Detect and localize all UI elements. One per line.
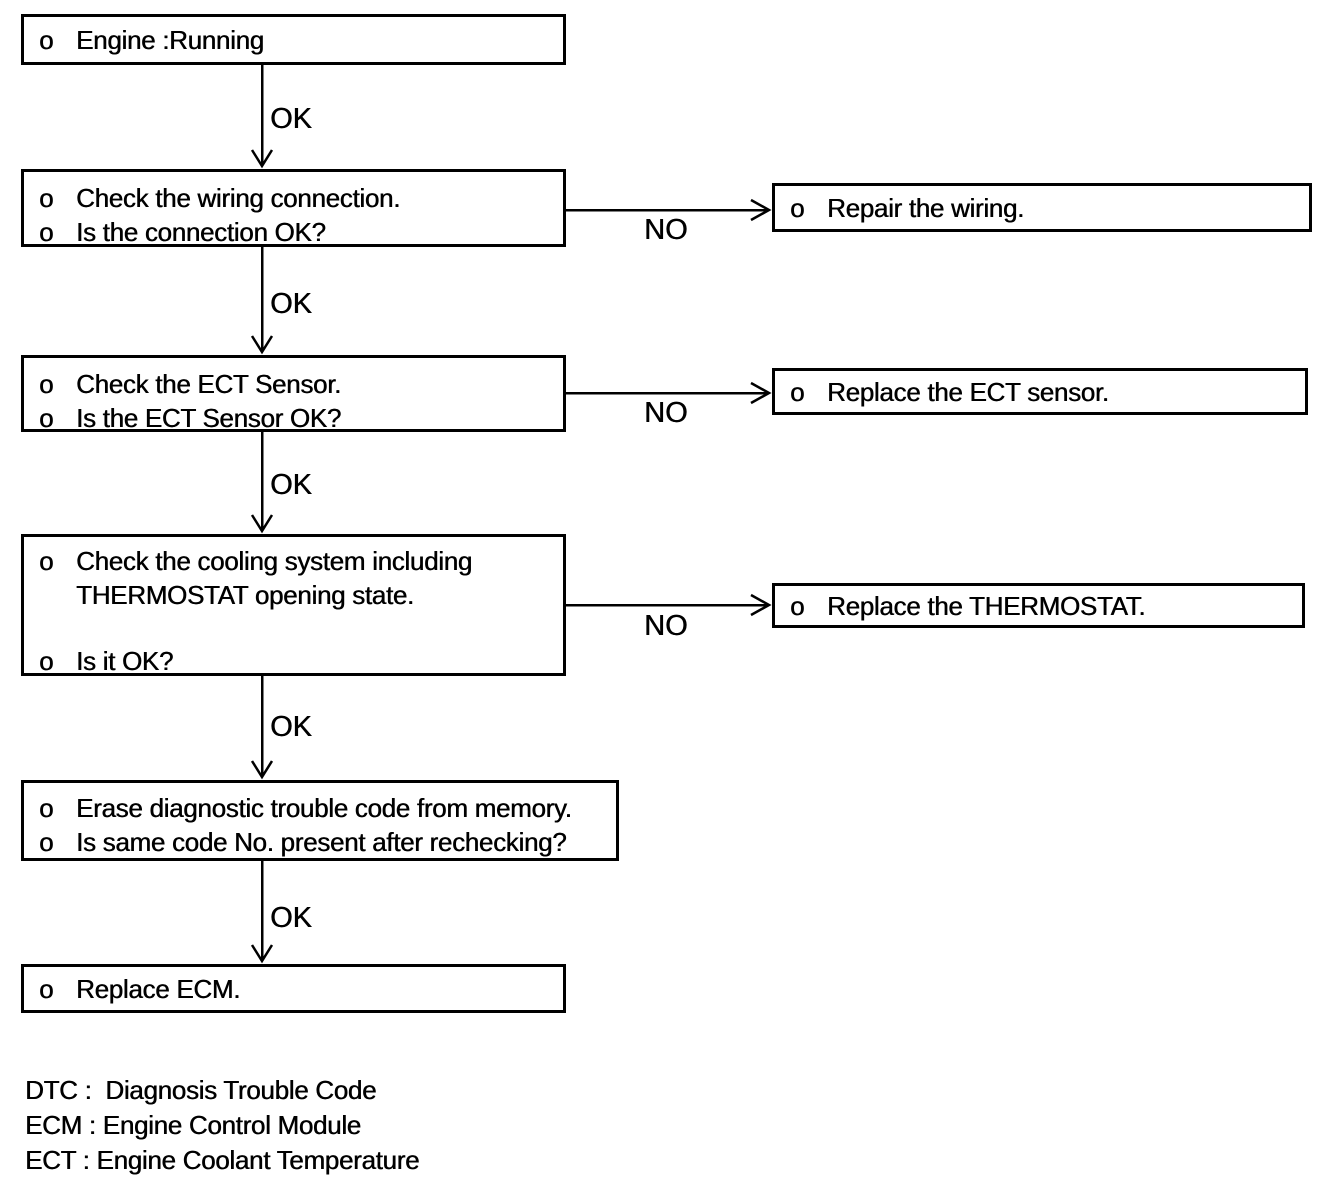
bullet-marker: o [39,403,54,433]
step-text: Check the wiring connection. [76,183,401,213]
ok-label-2: OK [270,288,312,320]
step-box-check-ect-sensor: o Check the ECT Sensor. o Is the ECT Sen… [21,355,566,435]
bullet-marker: o [39,369,54,399]
no-label-1: NO [644,214,688,246]
bullet-marker: o [39,183,54,213]
action-box-replace-thermostat: o Replace the THERMOSTAT. [772,583,1305,628]
checklist-item: o Check the ECT Sensor. [24,367,563,401]
ok-arrow-5 [250,861,274,964]
step-text: Replace ECM. [76,973,241,1004]
checklist-item: o Replace the THERMOSTAT. [775,589,1302,623]
bullet-marker: o [39,646,54,676]
checklist-item: o Replace the ECT sensor. [775,375,1305,409]
bullet-marker: o [39,24,54,55]
step-text: Engine :Running [76,24,264,55]
bullet-marker: o [39,217,54,247]
checklist-item: o Is the ECT Sensor OK? [24,401,563,435]
ok-arrow-3 [250,432,274,534]
ok-label-3: OK [270,469,312,501]
step-text: Erase diagnostic trouble code from memor… [76,793,572,823]
action-box-replace-ect-sensor: o Replace the ECT sensor. [772,368,1308,415]
step-text-line: Check the cooling system including [76,546,472,576]
checklist-item: o Repair the wiring. [775,191,1309,225]
ok-arrow-2 [250,246,274,355]
step-text: Check the ECT Sensor. [76,369,341,399]
no-label-2: NO [644,397,688,429]
checklist-item: o Check the wiring connection. [24,181,563,215]
checklist-item: o Is same code No. present after recheck… [24,825,616,859]
action-text: Replace the ECT sensor. [827,376,1109,407]
legend-ect: ECT : Engine Coolant Temperature [25,1145,420,1175]
action-box-repair-wiring: o Repair the wiring. [772,183,1312,232]
bullet-marker: o [39,827,54,857]
checklist-item: o Erase diagnostic trouble code from mem… [24,791,616,825]
no-label-3: NO [644,610,688,642]
ok-arrow-4 [250,676,274,780]
step-text: Check the cooling system including THERM… [76,544,563,612]
step-text-line: THERMOSTAT opening state. [76,580,414,610]
bullet-marker: o [790,590,805,621]
step-text: Is same code No. present after recheckin… [76,827,567,857]
step-box-engine-running: o Engine :Running [21,14,566,65]
step-box-replace-ecm: o Replace ECM. [21,964,566,1013]
step-text: Is the connection OK? [76,217,326,247]
step-text: Is the ECT Sensor OK? [76,403,341,433]
step-box-check-wiring: o Check the wiring connection. o Is the … [21,169,566,247]
bullet-marker: o [39,973,54,1004]
bullet-marker: o [39,793,54,823]
bullet-marker: o [39,546,54,576]
step-box-check-cooling-system: o Check the cooling system including THE… [21,534,566,676]
action-text: Repair the wiring. [827,192,1024,223]
step-box-erase-dtc: o Erase diagnostic trouble code from mem… [21,780,619,861]
step-text: Is it OK? [76,646,173,676]
checklist-item: o Check the cooling system including THE… [24,544,563,612]
checklist-item: o Replace ECM. [24,972,563,1006]
bullet-marker: o [790,192,805,223]
ok-label-5: OK [270,902,312,934]
legend-ecm: ECM : Engine Control Module [25,1110,361,1140]
legend-dtc: DTC : Diagnosis Trouble Code [25,1075,377,1105]
ok-label-4: OK [270,711,312,743]
checklist-item: o Engine :Running [24,23,563,57]
abbreviation-legend: DTC : Diagnosis Trouble Code ECM : Engin… [25,1073,419,1178]
ok-label-1: OK [270,103,312,135]
checklist-item: o Is the connection OK? [24,215,563,249]
checklist-item: o Is it OK? [24,644,563,678]
ok-arrow-1 [250,65,274,169]
action-text: Replace the THERMOSTAT. [827,590,1146,621]
bullet-marker: o [790,376,805,407]
